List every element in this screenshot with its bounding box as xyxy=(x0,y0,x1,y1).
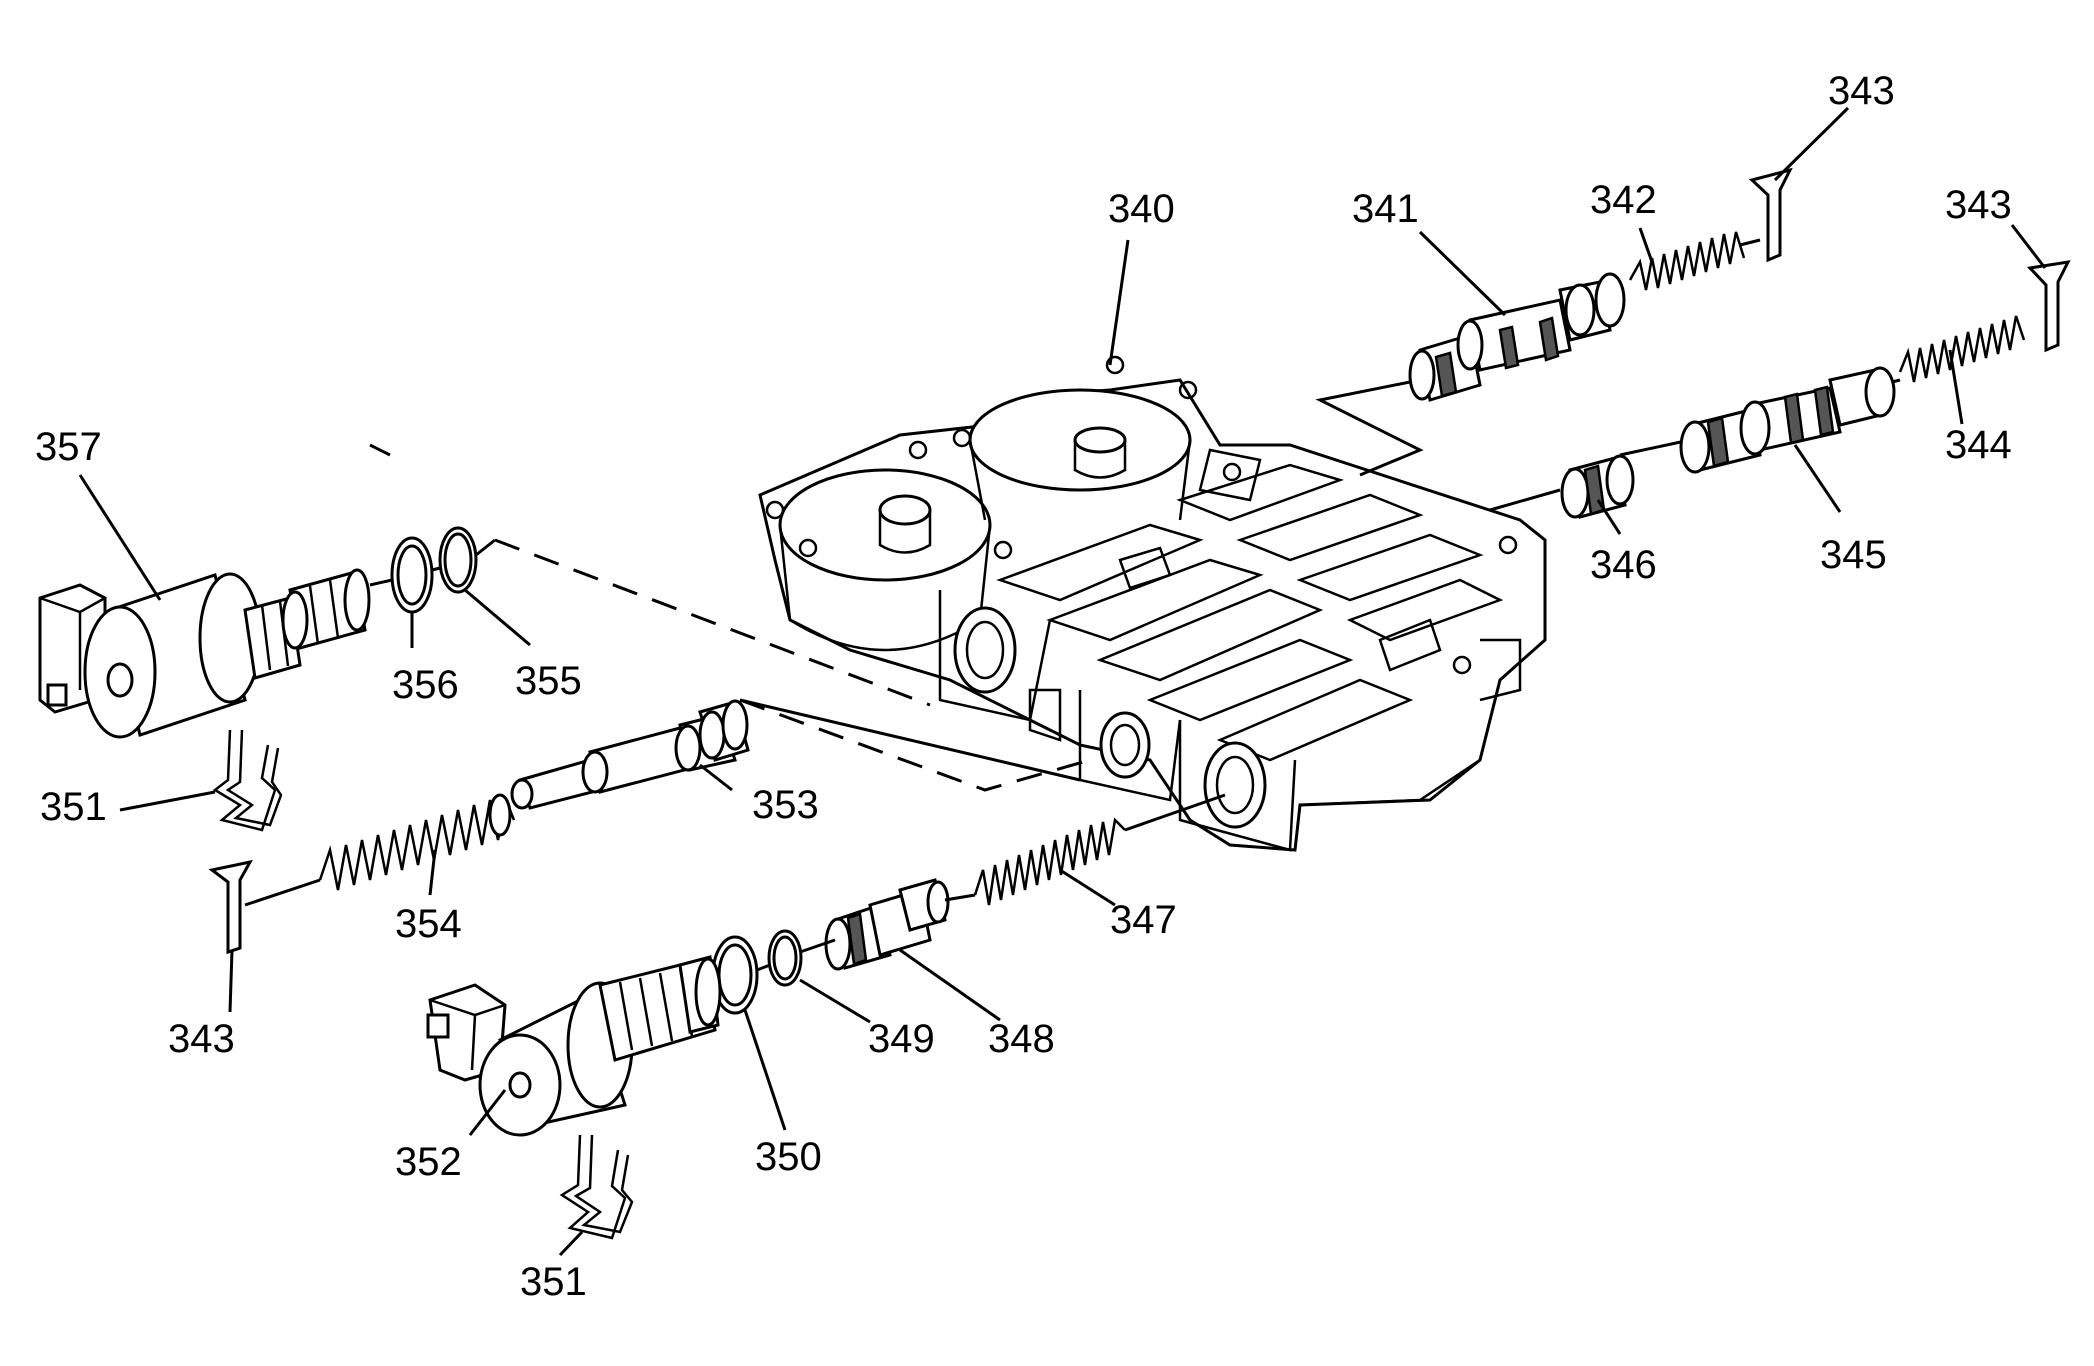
retainer-343-top-b xyxy=(2026,260,2071,353)
valve-348 xyxy=(824,878,950,971)
label-343-top-a: 343 xyxy=(1828,69,1895,113)
oring-350 xyxy=(711,935,759,1015)
label-351-lower: 351 xyxy=(520,1260,587,1304)
valve-body-340 xyxy=(758,355,1547,852)
label-353: 353 xyxy=(752,783,819,827)
retainer-343-left xyxy=(208,859,253,955)
callout-labels: 340 341 342 343 343 344 345 346 357 356 … xyxy=(35,69,2012,1304)
label-355: 355 xyxy=(515,659,582,703)
retainer-343-top-a xyxy=(1748,167,1793,263)
label-351-upper: 351 xyxy=(40,785,107,829)
label-354: 354 xyxy=(395,902,462,946)
label-343-left: 343 xyxy=(168,1017,235,1061)
label-352: 352 xyxy=(395,1140,462,1184)
label-348: 348 xyxy=(988,1017,1055,1061)
solenoid-357 xyxy=(38,568,371,739)
spool-346 xyxy=(1560,454,1635,519)
label-357: 357 xyxy=(35,425,102,469)
oring-355 xyxy=(438,526,478,594)
label-343-top-b: 343 xyxy=(1945,183,2012,227)
leader-connection-lines xyxy=(244,238,1901,1002)
valve-345 xyxy=(1679,366,1896,474)
label-346: 346 xyxy=(1590,543,1657,587)
spring-347 xyxy=(973,817,1126,906)
label-350: 350 xyxy=(755,1135,822,1179)
spring-344 xyxy=(1898,315,2026,383)
label-347: 347 xyxy=(1110,898,1177,942)
label-340: 340 xyxy=(1108,187,1175,231)
label-342: 342 xyxy=(1590,178,1657,222)
valve-341 xyxy=(1408,272,1626,402)
valve-353 xyxy=(510,699,750,810)
callout-leaders xyxy=(78,106,2047,1257)
clip-351-upper xyxy=(212,729,283,832)
oring-349 xyxy=(767,929,803,987)
spring-342 xyxy=(1628,231,1746,291)
solenoid-352 xyxy=(426,955,722,1137)
oring-356 xyxy=(390,536,434,614)
clip-351-lower xyxy=(559,1134,634,1240)
label-341: 341 xyxy=(1352,187,1419,231)
label-344: 344 xyxy=(1945,423,2012,467)
label-349: 349 xyxy=(868,1017,935,1061)
label-356: 356 xyxy=(392,663,459,707)
label-345: 345 xyxy=(1820,533,1887,577)
spring-354 xyxy=(318,793,516,891)
